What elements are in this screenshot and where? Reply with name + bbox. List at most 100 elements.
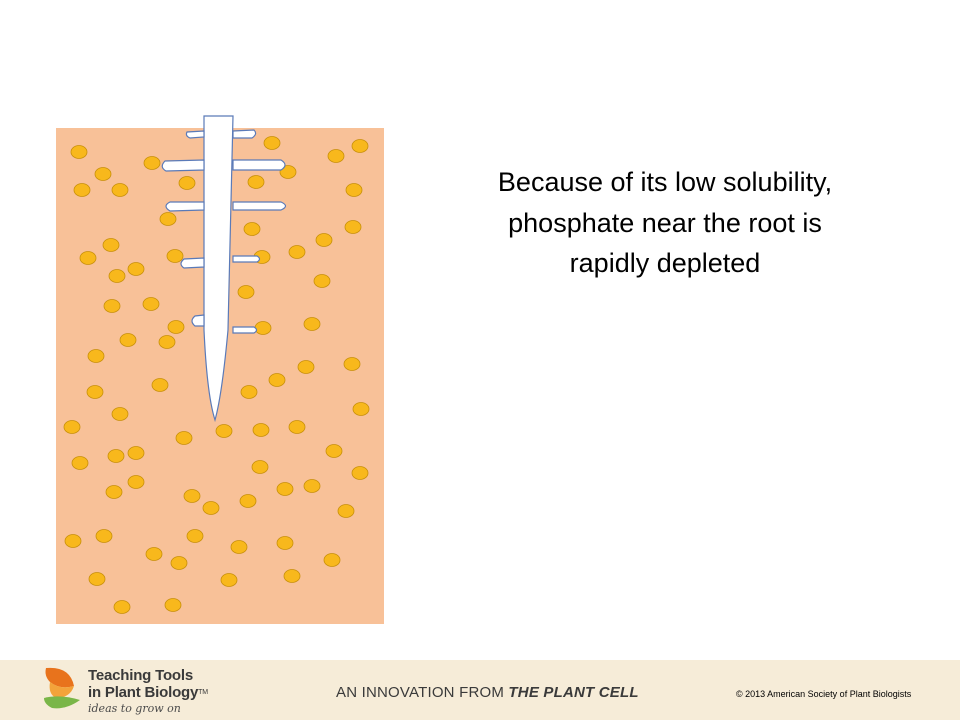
phosphate-particle [127, 446, 145, 460]
copyright-notice: © 2013 American Society of Plant Biologi… [736, 689, 912, 699]
phosphate-particle [303, 479, 321, 493]
phosphate-particle [178, 176, 196, 190]
phosphate-particle [240, 385, 258, 399]
phosphate-particle [102, 238, 120, 252]
logo-tagline: ideas to grow on [88, 702, 181, 715]
root-hair [165, 201, 205, 212]
phosphate-particle [215, 424, 233, 438]
root-hair [180, 257, 205, 269]
phosphate-particle [73, 183, 91, 197]
phosphate-particle [164, 598, 182, 612]
phosphate-particle [303, 317, 321, 331]
phosphate-particle [151, 378, 169, 392]
phosphate-particle [111, 407, 129, 421]
phosphate-particle [143, 156, 161, 170]
phosphate-particle [166, 249, 184, 263]
root-hair [232, 129, 257, 139]
phosphate-particle [94, 167, 112, 181]
root-hair [185, 130, 205, 139]
phosphate-particle [202, 501, 220, 515]
root-hair [161, 159, 205, 172]
soil-root-illustration [56, 115, 384, 624]
root-hair [232, 255, 261, 263]
logo-wordmark: Teaching Tools in Plant BiologyTM ideas … [88, 667, 208, 715]
caption-line: Because of its low solubility, [497, 167, 833, 197]
phosphate-particle [243, 222, 261, 236]
phosphate-particle [95, 529, 113, 543]
root-hair [232, 326, 258, 334]
phosphate-particle [79, 251, 97, 265]
phosphate-particle [276, 536, 294, 550]
phosphate-particle [288, 245, 306, 259]
phosphate-particle [315, 233, 333, 247]
leaf-logo-icon [44, 667, 80, 709]
root-hair [232, 159, 286, 171]
phosphate-particles [63, 136, 370, 614]
phosphate-particle [145, 547, 163, 561]
root-main-axis [203, 115, 234, 423]
root-hair [191, 314, 205, 327]
phosphate-particle [186, 529, 204, 543]
footer-bar [0, 660, 960, 720]
phosphate-particle [175, 431, 193, 445]
logo-line2: in Plant Biology [88, 684, 199, 701]
phosphate-particle [105, 485, 123, 499]
phosphate-particle [345, 183, 363, 197]
phosphate-particle [107, 449, 125, 463]
phosphate-particle [343, 357, 361, 371]
phosphate-particle [142, 297, 160, 311]
innovation-prefix: AN INNOVATION FROM [336, 684, 509, 701]
phosphate-particle [88, 572, 106, 586]
phosphate-particle [103, 299, 121, 313]
journal-name: THE PLANT CELL [508, 684, 639, 701]
phosphate-particle [351, 139, 369, 153]
caption-line: phosphate near the root is [508, 207, 822, 238]
phosphate-particle [313, 274, 331, 288]
phosphate-particle [63, 420, 81, 434]
innovation-credit: AN INNOVATION FROM THE PLANT CELL [336, 684, 639, 701]
phosphate-particle [108, 269, 126, 283]
phosphate-particle [239, 494, 257, 508]
phosphate-particle [276, 482, 294, 496]
phosphate-particle [283, 569, 301, 583]
phosphate-particle [337, 504, 355, 518]
phosphate-particle [344, 220, 362, 234]
phosphate-particle [230, 540, 248, 554]
phosphate-particle [158, 335, 176, 349]
phosphate-particle [297, 360, 315, 374]
phosphate-particle [159, 212, 177, 226]
phosphate-particle [237, 285, 255, 299]
trademark-mark: TM [198, 689, 208, 696]
phosphate-particle [247, 175, 265, 189]
root-hair [232, 201, 287, 211]
phosphate-particle [251, 460, 269, 474]
slide-caption: Because of its low solubility, phosphate… [430, 162, 900, 284]
phosphate-particle [268, 373, 286, 387]
phosphate-particle [220, 573, 238, 587]
phosphate-particle [327, 149, 345, 163]
phosphate-particle [64, 534, 82, 548]
phosphate-particle [167, 320, 185, 334]
phosphate-particle [127, 262, 145, 276]
phosphate-particle [119, 333, 137, 347]
phosphate-particle [87, 349, 105, 363]
root [161, 115, 287, 423]
phosphate-particle [86, 385, 104, 399]
phosphate-particle [254, 321, 272, 335]
logo-line1: Teaching Tools [88, 667, 193, 684]
phosphate-particle [111, 183, 129, 197]
phosphate-particle [183, 489, 201, 503]
phosphate-particle [113, 600, 131, 614]
phosphate-particle [70, 145, 88, 159]
caption-line: rapidly depleted [569, 248, 761, 278]
phosphate-particle [252, 423, 270, 437]
phosphate-particle [351, 466, 369, 480]
phosphate-particle [323, 553, 341, 567]
phosphate-particle [352, 402, 370, 416]
phosphate-particle [325, 444, 343, 458]
phosphate-particle [170, 556, 188, 570]
phosphate-particle [263, 136, 281, 150]
phosphate-particle [279, 165, 297, 179]
phosphate-particle [71, 456, 89, 470]
